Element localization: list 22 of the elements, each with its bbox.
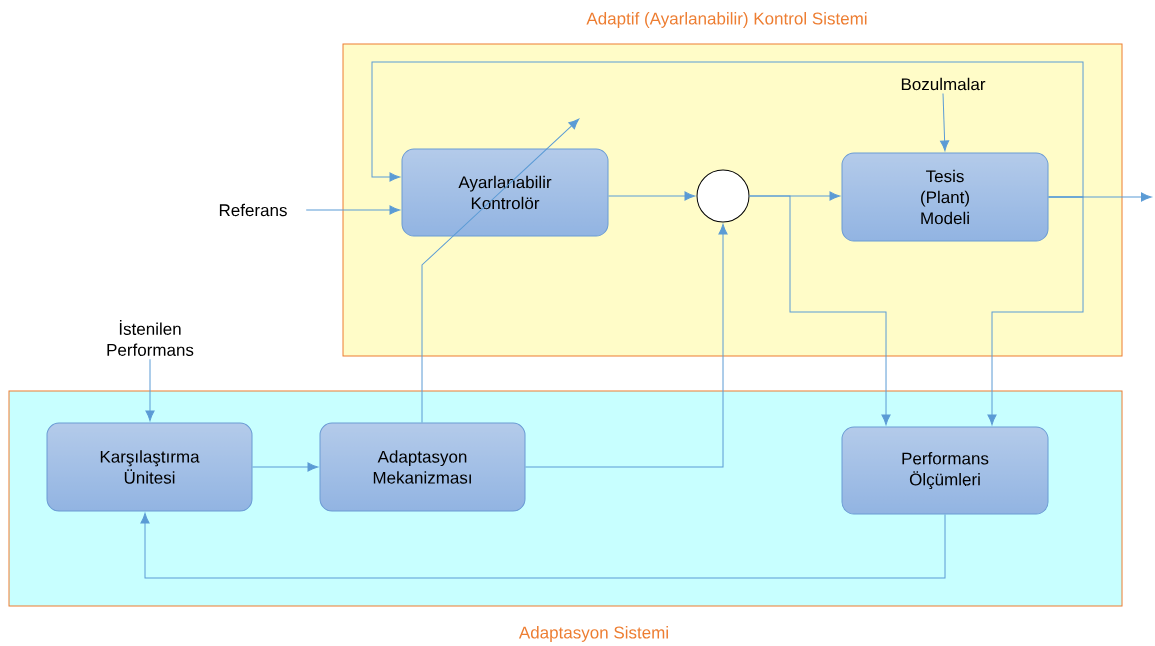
panel-title: Adaptasyon Sistemi <box>518 626 668 642</box>
panel-title: Adaptif (Ayarlanabilir) Kontrol Sistemi <box>586 12 867 28</box>
process-box: Karşılaştırma Ünitesi <box>46 422 253 512</box>
arrow <box>940 92 950 152</box>
arrow <box>145 358 155 422</box>
arrow <box>749 195 891 426</box>
arrow <box>525 223 728 468</box>
process-box: Tesis (Plant) Modeli <box>841 152 1049 242</box>
input-label: İstenilen Performans <box>107 320 194 356</box>
arrow <box>608 191 696 201</box>
summing-circle <box>696 169 750 223</box>
arrow <box>371 61 1084 198</box>
arrow <box>252 462 319 472</box>
arrow <box>987 196 1084 426</box>
process-box: Performans Ölçümleri <box>841 426 1049 515</box>
arrow <box>140 512 946 579</box>
input-label: Referans <box>219 203 287 217</box>
input-label: Bozulmalar <box>901 77 986 91</box>
arrow <box>421 118 580 423</box>
process-box: Ayarlanabilir Kontrolör <box>401 148 609 237</box>
process-box: Adaptasyon Mekanizması <box>319 422 526 512</box>
arrow <box>305 205 401 215</box>
